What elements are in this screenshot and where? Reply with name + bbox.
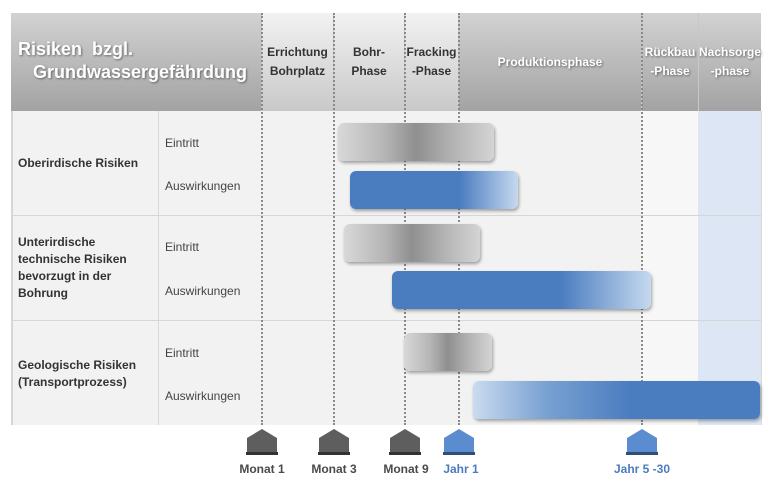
bar-unterirdisch-eintritt	[344, 224, 480, 262]
row-divider	[11, 320, 761, 321]
milestone-label: Jahr 1	[443, 462, 479, 476]
phase-header-fracking: Fracking -Phase	[404, 13, 458, 111]
milestone-label: Jahr 5 -30	[613, 462, 671, 476]
phase-header-produktion: Produktionsphase	[458, 13, 641, 111]
right-border	[761, 111, 762, 425]
bar-oberirdisch-auswirkungen	[350, 171, 518, 209]
milestone-marker-icon	[318, 429, 350, 455]
milestone-marker-icon	[626, 429, 658, 455]
milestone-line-monat3	[333, 13, 335, 425]
milestone-line-monat9	[404, 13, 406, 425]
diagram-title: Risiken bzgl. Grundwassergefährdung	[18, 39, 248, 82]
sub-eintritt: Eintritt	[165, 136, 200, 150]
sub-eintritt: Eintritt	[165, 240, 200, 254]
sub-auswirkungen: Auswirkungen	[165, 179, 241, 193]
header-title-cell	[11, 13, 261, 111]
row-divider	[11, 215, 761, 216]
category-oberirdisch: Oberirdische Risiken	[18, 156, 139, 170]
phase-header-nachsorge: Nachsorge -phase	[698, 13, 761, 111]
column-divider	[158, 111, 159, 425]
milestone-line-monat1	[261, 13, 263, 425]
bar-geologisch-auswirkungen	[473, 381, 760, 419]
nachsorge-column	[698, 111, 761, 425]
milestone-line-jahr5-30	[641, 13, 643, 425]
phase-header-bohr: Bohr- Phase	[333, 13, 404, 111]
milestone-label: Monat 9	[383, 462, 429, 476]
category-geologisch: Geologische Risiken (Transportprozess)	[18, 358, 137, 389]
category-unterirdisch: Unterirdische technische Risiken bevorzu…	[18, 235, 127, 300]
milestone-marker-icon	[389, 429, 421, 455]
bar-oberirdisch-eintritt	[338, 123, 494, 161]
milestone-label: Monat 1	[239, 462, 285, 476]
phase-header-errichtung: Errichtung Bohrplatz	[261, 13, 333, 111]
bar-geologisch-eintritt	[404, 333, 492, 371]
sub-eintritt: Eintritt	[165, 346, 200, 360]
rueckbau-column	[641, 111, 698, 425]
bar-unterirdisch-auswirkungen	[392, 271, 651, 309]
milestone-line-jahr1	[458, 13, 460, 425]
milestone-marker-icon	[246, 429, 278, 455]
sub-auswirkungen: Auswirkungen	[165, 389, 241, 403]
sub-auswirkungen: Auswirkungen	[165, 284, 241, 298]
grid-body	[11, 111, 761, 425]
milestone-marker-icon	[443, 429, 475, 455]
milestone-label: Monat 3	[311, 462, 357, 476]
phase-header-rueckbau: Rückbau -Phase	[641, 13, 698, 111]
